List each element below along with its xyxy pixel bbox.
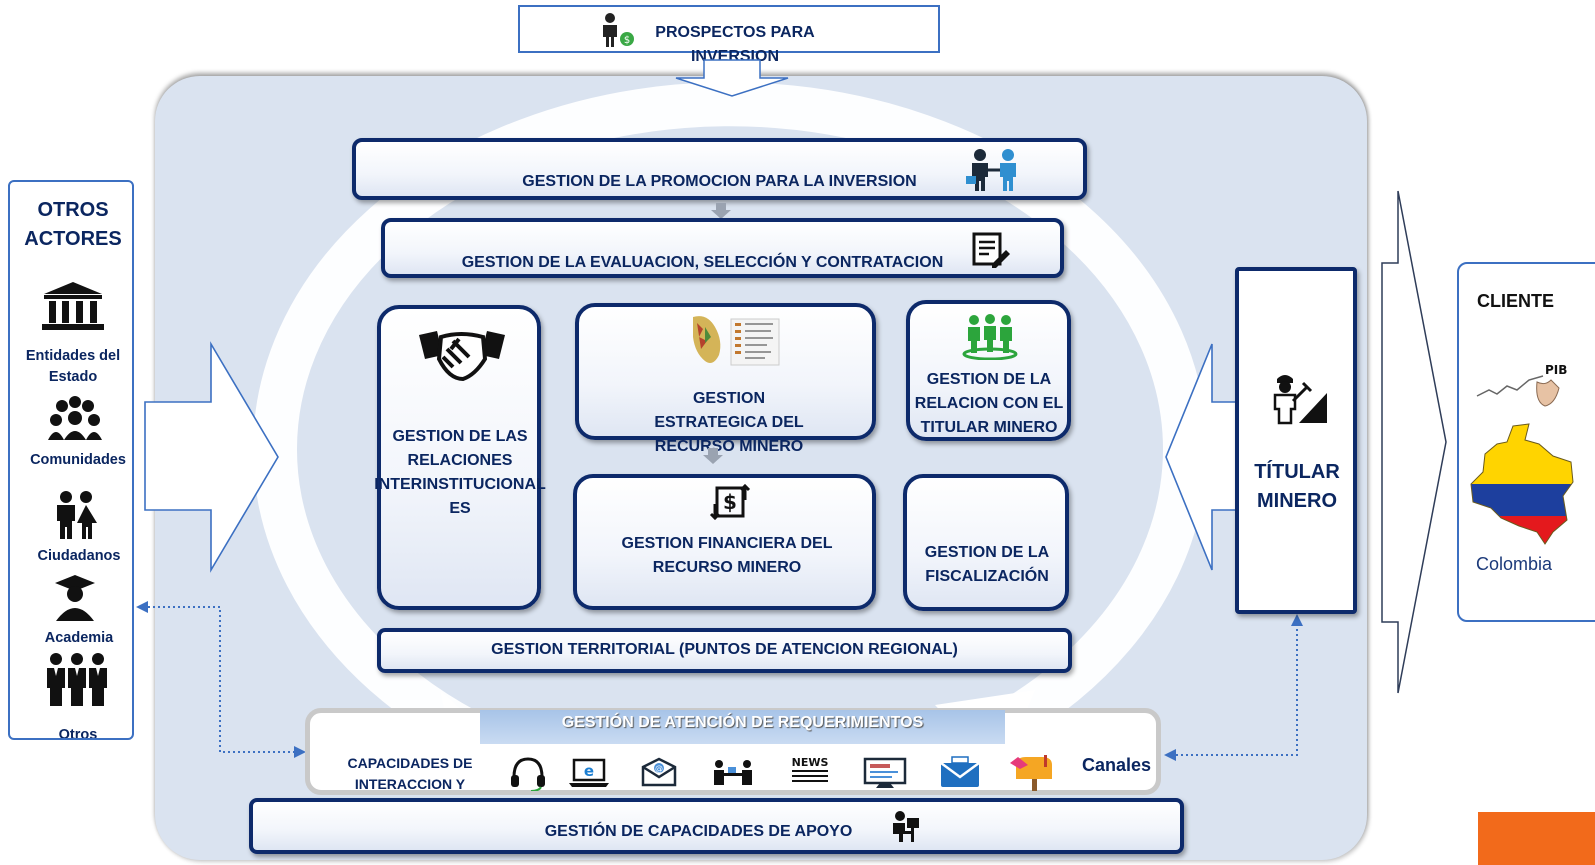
laptop-browser-icon[interactable]: e <box>568 757 610 789</box>
attention-label: GESTIÓN DE ATENCIÓN DE REQUERIMIENTOS <box>561 714 924 731</box>
small-down-arrow-2 <box>703 448 723 464</box>
financial-management-label: GESTION FINANCIERA DEL RECURSO MINERO <box>621 535 833 576</box>
web-form-icon[interactable] <box>862 757 908 789</box>
channels-box: GESTIÓN DE ATENCIÓN DE REQUERIMIENTOS CA… <box>305 708 1161 813</box>
svg-text:e: e <box>584 762 594 780</box>
pib-growth-icon: PIB <box>1476 363 1567 407</box>
fiscalization-label: GESTION DE LA FISCALIZACIÓN <box>924 544 1050 585</box>
financial-management-box: $ GESTION FINANCIERA DEL RECURSO MINERO <box>573 474 876 610</box>
handshake-icon <box>419 331 505 382</box>
strategic-management-label: GESTION ESTRATEGICA DEL RECURSO MINERO <box>654 390 804 455</box>
office-worker-icon <box>893 811 919 842</box>
mailbox-icon[interactable] <box>1008 753 1054 791</box>
team-icon <box>962 314 1018 360</box>
strategic-management-box: GESTION ESTRATEGICA DEL RECURSO MINERO <box>575 303 876 455</box>
titular-to-process-arrow <box>1165 343 1238 571</box>
to-client-arrow <box>1381 190 1447 694</box>
client-title: CLIENTE <box>1477 291 1555 311</box>
support-capabilities-label: GESTIÓN DE CAPACIDADES DE APOYO <box>544 823 853 840</box>
people-group-icon <box>47 653 107 706</box>
svg-text:NEWS: NEWS <box>792 756 829 769</box>
community-group-icon <box>48 396 102 440</box>
money-exchange-icon: $ <box>709 484 751 520</box>
email-icon[interactable]: @ <box>640 757 678 787</box>
mining-holder-box: TÍTULAR MINERO <box>1235 267 1357 614</box>
territorial-label: GESTION TERRITORIAL (PUNTOS DE ATENCION … <box>491 641 958 658</box>
other-actors-title: OTROS ACTORES <box>24 199 122 250</box>
svg-text:@: @ <box>655 764 663 773</box>
actors-to-process-arrow <box>144 341 279 573</box>
actor-label-others: Otros <box>58 727 98 740</box>
country-label: Colombia <box>1476 554 1553 574</box>
orange-corner-block <box>1478 812 1595 865</box>
evaluation-bar: GESTION DE LA EVALUACION, SELECCIÓN Y CO… <box>381 218 1064 278</box>
colombia-map-icon <box>1470 423 1574 545</box>
svg-text:$: $ <box>723 490 737 514</box>
contract-signing-icon <box>972 232 1010 268</box>
mining-map-thumbnail <box>693 316 780 366</box>
meeting-icon[interactable] <box>710 757 756 787</box>
promotion-label: GESTION DE LA PROMOCION PARA LA INVERSIO… <box>522 173 917 190</box>
mail-inbox-icon[interactable] <box>938 755 982 789</box>
graduate-icon <box>55 575 95 621</box>
channels-label: Canales <box>1082 755 1152 775</box>
support-capabilities-bar: GESTIÓN DE CAPACIDADES DE APOYO <box>249 798 1184 854</box>
attention-banner <box>480 710 1005 744</box>
other-actors-panel: OTROS ACTORES Entidades del Estado Comun… <box>8 180 134 740</box>
client-box: CLIENTE PIB Colombia <box>1457 262 1595 622</box>
prospects-box: $ PROSPECTOS PARA INVERSION <box>518 5 940 65</box>
holder-relation-box: GESTION DE LA RELACION CON EL TITULAR MI… <box>906 300 1071 441</box>
business-meeting-icon <box>966 149 1016 191</box>
actor-label-state: Entidades del Estado <box>25 348 121 385</box>
citizens-couple-icon <box>57 491 97 539</box>
territorial-bar: GESTION TERRITORIAL (PUNTOS DE ATENCION … <box>377 628 1072 673</box>
news-icon[interactable]: NEWS <box>788 755 832 787</box>
pib-label: PIB <box>1545 363 1567 377</box>
headset-icon[interactable] <box>508 757 548 791</box>
miner-icon <box>1273 375 1327 425</box>
holder-relation-label: GESTION DE LA RELACION CON EL TITULAR MI… <box>914 371 1064 436</box>
actor-label-citizens: Ciudadanos <box>37 548 121 564</box>
actor-label-academia: Academia <box>44 630 114 646</box>
mining-holder-label: TÍTULAR MINERO <box>1254 461 1340 512</box>
government-building-icon <box>42 282 104 330</box>
down-arrow-into-panel <box>675 59 789 97</box>
actor-label-communities: Comunidades <box>30 452 126 468</box>
small-down-arrow-1 <box>711 203 731 219</box>
interinstitutional-relations-label: GESTION DE LAS RELACIONES INTERINSTITUCI… <box>374 428 546 517</box>
fiscalization-box: GESTION DE LA FISCALIZACIÓN <box>903 474 1069 611</box>
svg-text:$: $ <box>624 35 630 46</box>
promotion-bar: GESTION DE LA PROMOCION PARA LA INVERSIO… <box>352 138 1087 200</box>
interinstitutional-relations-box: GESTION DE LAS RELACIONES INTERINSTITUCI… <box>374 305 546 610</box>
evaluation-label: GESTION DE LA EVALUACION, SELECCIÓN Y CO… <box>461 254 944 271</box>
investor-icon: $ <box>603 13 634 47</box>
